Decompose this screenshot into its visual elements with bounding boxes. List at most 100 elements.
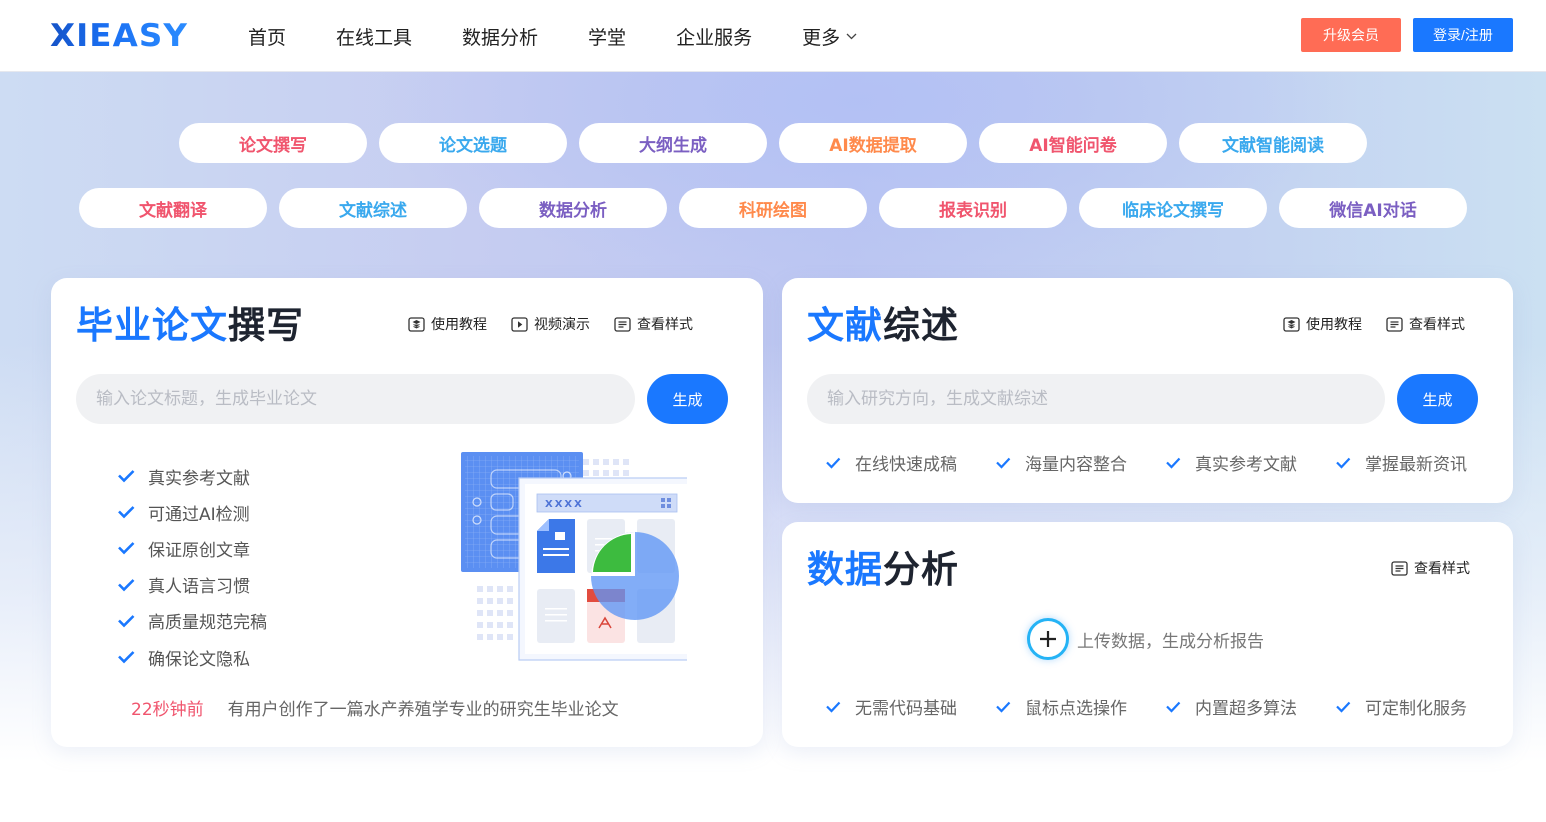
chip-outline-generation[interactable]: 大纲生成 bbox=[579, 123, 767, 163]
data-feature-row: 无需代码基础 鼠标点选操作 内置超多算法 可定制化服务 bbox=[824, 694, 1504, 719]
thesis-feature-list: 真实参考文献 可通过AI检测 保证原创文章 真人语言习惯 高质量规范完稿 确保论… bbox=[117, 458, 267, 675]
feature-text: 鼠标点选操作 bbox=[1025, 699, 1127, 719]
feature-item: 内置超多算法 bbox=[1164, 694, 1334, 719]
chip-thesis-writing[interactable]: 论文撰写 bbox=[179, 123, 367, 163]
nav-data-analysis[interactable]: 数据分析 bbox=[462, 23, 538, 50]
recent-activity: 22秒钟前 有用户创作了一篇水产养殖学专业的研究生毕业论文 bbox=[131, 695, 619, 720]
tutorial-label: 使用教程 bbox=[1306, 317, 1362, 333]
feature-text: 在线快速成稿 bbox=[855, 455, 957, 475]
check-icon bbox=[826, 701, 841, 713]
view-sample-label: 查看样式 bbox=[1409, 317, 1465, 333]
feature-text: 掌握最新资讯 bbox=[1365, 455, 1467, 475]
upload-data-button[interactable]: 上传数据，生成分析报告 bbox=[1027, 618, 1264, 660]
check-icon bbox=[118, 614, 135, 628]
login-register-button[interactable]: 登录/注册 bbox=[1413, 18, 1513, 52]
chip-research-drawing[interactable]: 科研绘图 bbox=[679, 188, 867, 228]
view-sample-link[interactable]: 查看样式 bbox=[1386, 314, 1465, 334]
feature-item: 保证原创文章 bbox=[117, 530, 267, 566]
feature-text: 真人语言习惯 bbox=[148, 577, 250, 598]
chevron-down-icon bbox=[846, 33, 857, 39]
chip-wechat-ai-chat[interactable]: 微信AI对话 bbox=[1279, 188, 1467, 228]
chip-label: 微信AI对话 bbox=[1329, 200, 1417, 221]
nav-home-label: 首页 bbox=[248, 26, 287, 49]
title-highlight: 毕业论文 bbox=[76, 304, 228, 347]
check-icon bbox=[996, 457, 1011, 469]
feature-text: 无需代码基础 bbox=[855, 699, 957, 719]
feature-text: 可定制化服务 bbox=[1365, 699, 1467, 719]
upgrade-membership-button[interactable]: 升级会员 bbox=[1301, 18, 1401, 52]
document-illustration: XXXX bbox=[461, 452, 687, 661]
feature-text: 可通过AI检测 bbox=[148, 504, 250, 525]
tutorial-label: 使用教程 bbox=[431, 317, 487, 333]
nav-online-tools[interactable]: 在线工具 bbox=[336, 23, 412, 50]
thesis-title-input[interactable] bbox=[76, 374, 635, 424]
card-title: 数据分析 bbox=[807, 548, 959, 592]
check-icon bbox=[118, 506, 135, 519]
chip-literature-translation[interactable]: 文献翻译 bbox=[79, 188, 267, 228]
chip-label: 报表识别 bbox=[939, 200, 1007, 221]
upload-label: 上传数据，生成分析报告 bbox=[1077, 631, 1264, 652]
nav-online-tools-label: 在线工具 bbox=[336, 26, 413, 49]
check-icon bbox=[118, 470, 135, 483]
chip-label: 论文选题 bbox=[439, 135, 507, 156]
view-sample-label: 查看样式 bbox=[637, 317, 693, 333]
chip-report-recognition[interactable]: 报表识别 bbox=[879, 188, 1067, 228]
tool-chips-row-1: 论文撰写 论文选题 大纲生成 AI数据提取 AI智能问卷 文献智能阅读 bbox=[0, 123, 1546, 163]
nav-more[interactable]: 更多 bbox=[802, 23, 857, 50]
chip-literature-review[interactable]: 文献综述 bbox=[279, 188, 467, 228]
chip-ai-questionnaire[interactable]: AI智能问卷 bbox=[979, 123, 1167, 163]
play-icon bbox=[511, 316, 528, 332]
thesis-generate-button[interactable]: 生成 bbox=[647, 374, 728, 424]
feature-item: 真实参考文献 bbox=[1164, 450, 1334, 475]
nav-data-analysis-label: 数据分析 bbox=[462, 26, 539, 49]
feature-item: 鼠标点选操作 bbox=[994, 694, 1164, 719]
nav-home[interactable]: 首页 bbox=[248, 23, 286, 50]
feature-text: 海量内容整合 bbox=[1025, 455, 1127, 475]
nav-enterprise-label: 企业服务 bbox=[676, 26, 753, 49]
feature-item: 海量内容整合 bbox=[994, 450, 1164, 475]
nav-enterprise[interactable]: 企业服务 bbox=[676, 23, 752, 50]
check-icon bbox=[118, 578, 135, 591]
nav-more-label: 更多 bbox=[802, 26, 841, 49]
chip-topic-selection[interactable]: 论文选题 bbox=[379, 123, 567, 163]
tutorial-icon bbox=[1283, 316, 1300, 332]
document-icon bbox=[1391, 560, 1408, 576]
card-title: 文献综述 bbox=[807, 304, 959, 348]
tool-chips-row-2: 文献翻译 文献综述 数据分析 科研绘图 报表识别 临床论文撰写 微信AI对话 bbox=[0, 188, 1546, 228]
xieasy-logo[interactable]: XIEASY bbox=[50, 18, 188, 54]
feature-text: 保证原创文章 bbox=[148, 540, 250, 561]
document-icon bbox=[1386, 316, 1403, 332]
video-demo-link[interactable]: 视频演示 bbox=[511, 314, 590, 334]
check-icon bbox=[1336, 701, 1351, 713]
chip-label: 大纲生成 bbox=[639, 135, 707, 156]
view-sample-link[interactable]: 查看样式 bbox=[614, 314, 693, 334]
plus-icon bbox=[1027, 618, 1069, 660]
review-generate-button[interactable]: 生成 bbox=[1397, 374, 1478, 424]
document-icon bbox=[614, 316, 631, 332]
svg-text:XXXX: XXXX bbox=[545, 499, 584, 510]
feature-text: 内置超多算法 bbox=[1195, 699, 1297, 719]
activity-time: 22秒钟前 bbox=[131, 700, 204, 720]
feature-item: 真实参考文献 bbox=[117, 458, 267, 494]
tutorial-link[interactable]: 使用教程 bbox=[408, 314, 487, 334]
chip-smart-reading[interactable]: 文献智能阅读 bbox=[1179, 123, 1367, 163]
tutorial-link[interactable]: 使用教程 bbox=[1283, 314, 1362, 334]
nav-academy[interactable]: 学堂 bbox=[588, 23, 626, 50]
card-links: 查看样式 bbox=[1391, 558, 1470, 578]
feature-text: 真实参考文献 bbox=[1195, 455, 1297, 475]
chip-label: 文献智能阅读 bbox=[1222, 135, 1324, 156]
chip-data-analysis[interactable]: 数据分析 bbox=[479, 188, 667, 228]
chip-label: 文献综述 bbox=[339, 200, 407, 221]
feature-item: 真人语言习惯 bbox=[117, 567, 267, 603]
feature-item: 无需代码基础 bbox=[824, 694, 994, 719]
chip-clinical-thesis[interactable]: 临床论文撰写 bbox=[1079, 188, 1267, 228]
top-header: XIEASY 首页 在线工具 数据分析 学堂 企业服务 更多 升级会员 登录/注… bbox=[0, 0, 1546, 72]
chip-ai-data-extraction[interactable]: AI数据提取 bbox=[779, 123, 967, 163]
title-rest: 综述 bbox=[883, 304, 959, 347]
title-highlight: 数据 bbox=[807, 548, 883, 591]
view-sample-link[interactable]: 查看样式 bbox=[1391, 558, 1470, 578]
feature-item: 确保论文隐私 bbox=[117, 639, 267, 675]
check-icon bbox=[826, 457, 841, 469]
feature-item: 在线快速成稿 bbox=[824, 450, 994, 475]
research-direction-input[interactable] bbox=[807, 374, 1385, 424]
